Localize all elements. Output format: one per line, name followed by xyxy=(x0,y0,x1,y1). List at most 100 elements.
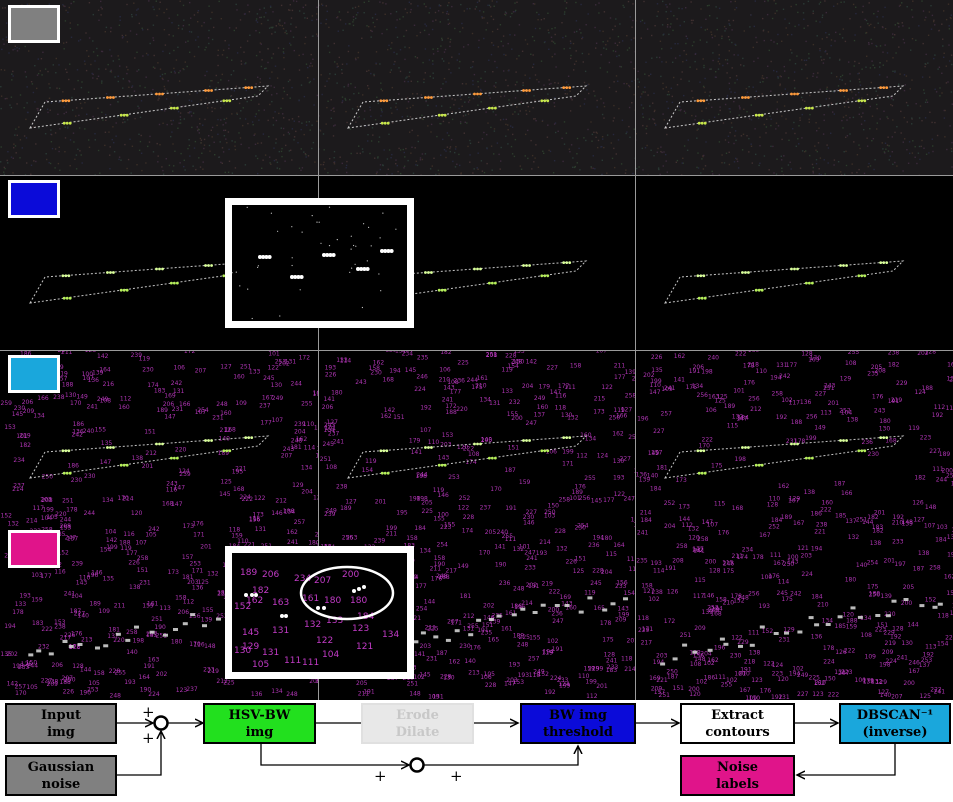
svg-text:167: 167 xyxy=(909,668,921,675)
svg-text:158: 158 xyxy=(369,365,381,372)
svg-text:194: 194 xyxy=(811,545,823,552)
svg-text:251: 251 xyxy=(156,633,168,640)
svg-text:224: 224 xyxy=(801,571,813,578)
svg-text:148: 148 xyxy=(409,691,421,698)
svg-text:144: 144 xyxy=(907,621,919,628)
svg-text:223: 223 xyxy=(772,671,784,678)
svg-text:158: 158 xyxy=(434,555,446,562)
svg-text:217: 217 xyxy=(60,635,72,642)
svg-text:205: 205 xyxy=(871,364,883,371)
svg-text:224: 224 xyxy=(414,386,426,393)
svg-text:115: 115 xyxy=(722,560,734,567)
svg-text:187: 187 xyxy=(667,674,679,681)
svg-text:256: 256 xyxy=(697,392,709,399)
svg-text:258: 258 xyxy=(772,391,784,398)
svg-text:192: 192 xyxy=(771,694,783,700)
image-grid: 2262511731022442211961781362482541251551… xyxy=(0,0,953,700)
svg-text:197: 197 xyxy=(894,561,906,568)
svg-text:242: 242 xyxy=(148,526,160,533)
svg-text:207: 207 xyxy=(447,619,459,626)
svg-text:160: 160 xyxy=(118,404,130,411)
svg-text:215: 215 xyxy=(594,396,606,403)
svg-text:221: 221 xyxy=(244,542,256,549)
svg-text:125: 125 xyxy=(197,579,209,586)
svg-text:176: 176 xyxy=(71,631,83,638)
svg-text:200: 200 xyxy=(688,686,700,693)
svg-text:188: 188 xyxy=(922,385,934,392)
svg-text:168: 168 xyxy=(224,427,236,434)
svg-text:192: 192 xyxy=(893,514,905,521)
svg-text:177: 177 xyxy=(692,546,704,553)
svg-text:180: 180 xyxy=(171,639,183,646)
svg-text:223: 223 xyxy=(945,635,953,642)
noise-label: 182 xyxy=(252,586,269,596)
svg-text:138: 138 xyxy=(132,455,144,462)
svg-text:181: 181 xyxy=(109,627,121,634)
svg-text:154: 154 xyxy=(362,467,374,474)
svg-text:193: 193 xyxy=(509,662,521,669)
svg-text:162: 162 xyxy=(380,413,392,420)
box-label: contours xyxy=(705,724,770,740)
svg-text:114: 114 xyxy=(318,434,319,441)
svg-text:189: 189 xyxy=(781,514,793,521)
svg-text:158: 158 xyxy=(570,363,582,370)
svg-text:214: 214 xyxy=(12,486,24,493)
svg-text:193: 193 xyxy=(518,672,530,679)
svg-text:182: 182 xyxy=(440,350,452,356)
svg-text:214: 214 xyxy=(26,518,38,525)
svg-text:111: 111 xyxy=(714,674,726,681)
svg-text:127: 127 xyxy=(220,364,232,371)
box-label: DBSCAN⁻¹ xyxy=(856,707,934,723)
svg-text:197: 197 xyxy=(535,350,547,353)
svg-text:185: 185 xyxy=(835,623,847,630)
svg-text:212: 212 xyxy=(220,427,232,434)
row2-col3-image xyxy=(635,175,953,350)
svg-text:147: 147 xyxy=(164,414,176,421)
cluster-points xyxy=(660,598,943,666)
svg-text:190: 190 xyxy=(80,690,92,697)
svg-text:210: 210 xyxy=(738,670,750,677)
svg-text:175: 175 xyxy=(711,463,723,470)
svg-text:125: 125 xyxy=(920,693,932,700)
svg-text:134: 134 xyxy=(860,615,872,622)
svg-text:228: 228 xyxy=(554,528,566,535)
svg-text:133: 133 xyxy=(502,388,514,395)
svg-text:116: 116 xyxy=(166,487,178,494)
svg-text:243: 243 xyxy=(166,481,178,488)
svg-text:198: 198 xyxy=(416,495,428,502)
svg-text:229: 229 xyxy=(883,629,895,636)
svg-text:222: 222 xyxy=(702,436,714,443)
input-img-box: Input img xyxy=(5,703,117,744)
svg-text:151: 151 xyxy=(508,444,520,451)
svg-text:195: 195 xyxy=(396,510,408,517)
noise-label: 162 xyxy=(246,596,263,606)
svg-text:202: 202 xyxy=(483,603,495,610)
svg-text:119: 119 xyxy=(613,407,625,414)
svg-text:139: 139 xyxy=(201,616,213,623)
svg-text:151: 151 xyxy=(877,622,889,629)
svg-text:241: 241 xyxy=(287,539,299,546)
svg-text:222: 222 xyxy=(549,589,561,596)
svg-text:238: 238 xyxy=(53,394,65,401)
svg-text:248: 248 xyxy=(110,693,122,700)
svg-text:173: 173 xyxy=(675,477,687,484)
svg-text:183: 183 xyxy=(606,667,618,674)
svg-text:116: 116 xyxy=(193,641,205,648)
svg-text:139: 139 xyxy=(702,609,714,616)
svg-text:199: 199 xyxy=(559,682,571,689)
trajectory-outline xyxy=(29,85,270,129)
svg-text:196: 196 xyxy=(313,391,319,398)
svg-text:193: 193 xyxy=(613,475,625,482)
svg-text:184: 184 xyxy=(650,486,662,493)
svg-text:127: 127 xyxy=(345,499,357,506)
svg-text:233: 233 xyxy=(892,538,904,545)
svg-text:250: 250 xyxy=(666,669,678,676)
svg-text:196: 196 xyxy=(87,572,99,579)
svg-text:138: 138 xyxy=(918,550,930,557)
svg-text:110: 110 xyxy=(79,574,91,581)
svg-text:170: 170 xyxy=(70,400,82,407)
dbscan-inverse-box: DBSCAN⁻¹ (inverse) xyxy=(839,703,951,744)
svg-text:114: 114 xyxy=(340,358,352,365)
svg-text:207: 207 xyxy=(195,368,207,375)
svg-text:245: 245 xyxy=(777,590,789,597)
